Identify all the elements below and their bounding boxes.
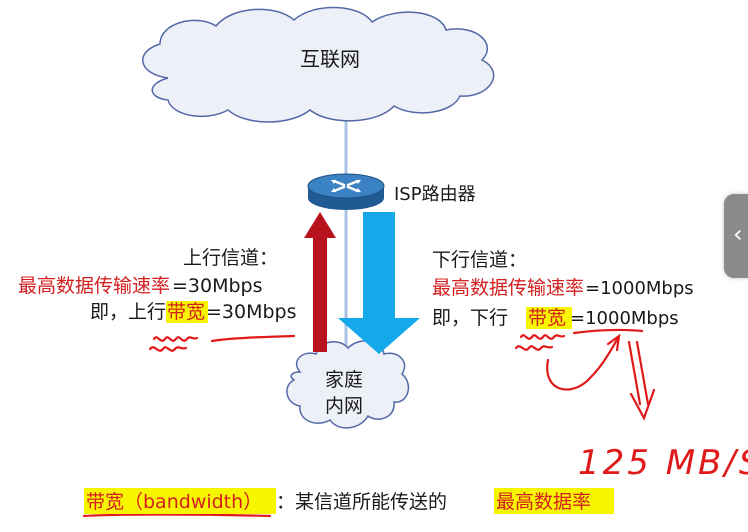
router-label: ISP路由器 (394, 184, 476, 205)
down-rate-value: =1000Mbps (585, 278, 694, 299)
definition-term-highlight (84, 488, 276, 514)
handwritten-marks (82, 328, 656, 518)
home-network-cloud (286, 340, 410, 429)
definition-highlight (494, 488, 614, 514)
handwritten-note: 125 MB/S. (578, 443, 748, 483)
download-arrow (338, 212, 420, 354)
internet-cloud (142, 6, 495, 123)
definition-middle: ：某信道所能传送的 (276, 491, 447, 513)
definition-term: 带宽（bandwidth） (86, 491, 262, 513)
down-rate-label: 最高数据传输速率 (432, 277, 584, 299)
home-label-line1: 家庭 (325, 369, 363, 391)
up-bandwidth-highlight (166, 301, 208, 323)
router-icon (307, 173, 385, 210)
home-label-line2: 内网 (325, 395, 363, 417)
down-bw-prefix: 即，下行 (432, 307, 508, 329)
up-bw-value: =30Mbps (206, 301, 297, 323)
up-rate-value: =30Mbps (172, 275, 263, 297)
up-bw-prefix: 即，上行 (90, 301, 166, 323)
up-rate-label: 最高数据传输速率 (18, 275, 170, 297)
down-bw-value: =1000Mbps (570, 308, 679, 329)
side-panel-toggle[interactable]: ‹ (724, 194, 748, 278)
internet-label: 互联网 (300, 47, 360, 71)
upload-arrow (304, 212, 336, 352)
chevron-left-icon: ‹ (733, 220, 743, 248)
up-title: 上行信道： (183, 247, 278, 269)
down-bandwidth-highlight (526, 307, 572, 329)
down-title: 下行信道： (432, 249, 527, 271)
up-bw-word: 带宽 (167, 301, 205, 323)
definition-highlight-text: 最高数据率 (496, 491, 591, 513)
down-bw-word: 带宽 (528, 307, 566, 329)
